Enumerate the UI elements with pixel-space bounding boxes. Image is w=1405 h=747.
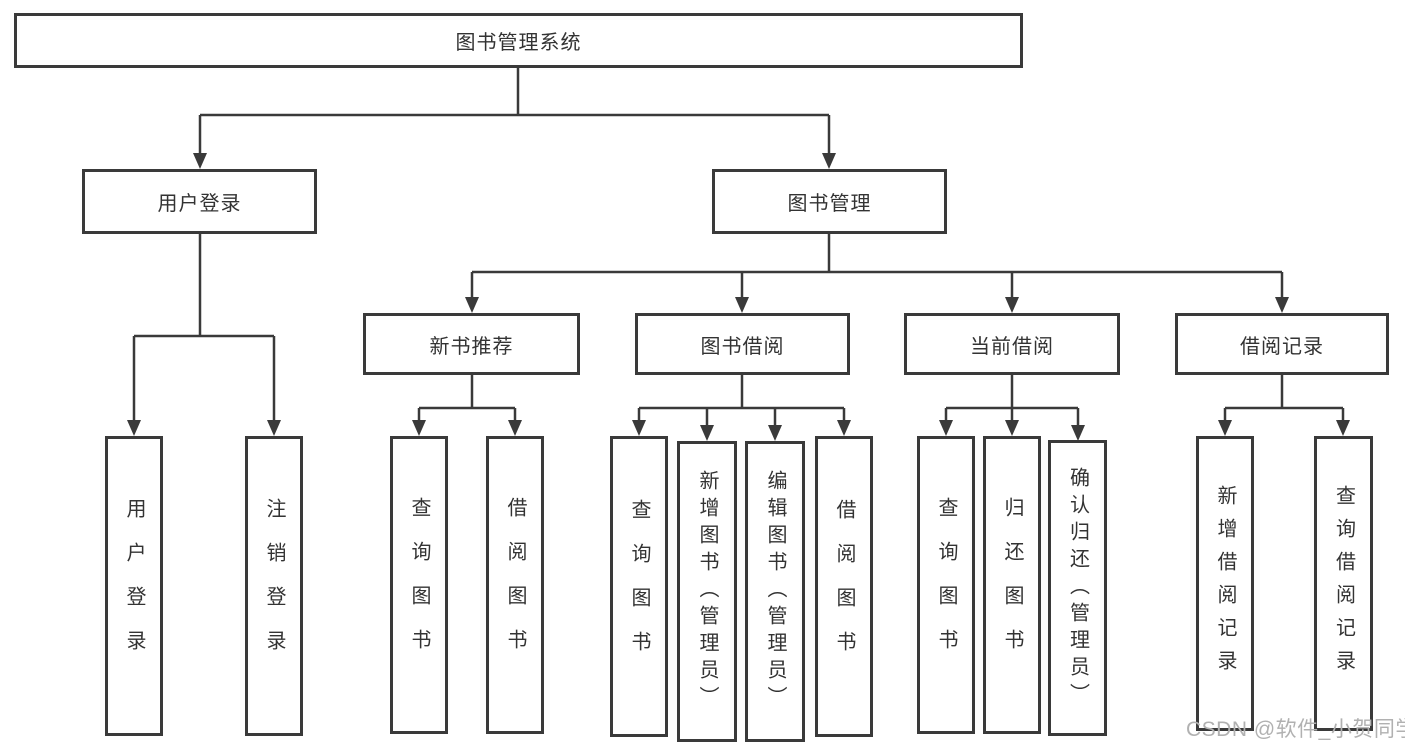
node-label: 借阅图书 [833,498,855,675]
node-new-book-recommendation: 新书推荐 [363,313,580,375]
leaf-query-books-current: 查询图书 [917,436,975,734]
node-label: 查询借阅记录 [1332,484,1355,683]
leaf-add-books-admin: 新增图书（管理员） [677,441,737,742]
node-label: 查询图书 [408,497,430,673]
leaf-query-books-recommend: 查询图书 [390,436,448,734]
leaf-return-books: 归还图书 [983,436,1041,734]
node-label: 新增图书（管理员） [696,470,718,713]
node-label: 编辑图书（管理员） [764,470,786,713]
leaf-logout-login: 注销登录 [245,436,303,736]
node-borrowing-records: 借阅记录 [1175,313,1389,375]
node-label: 用户登录 [123,498,145,674]
node-label: 查询图书 [628,498,650,675]
leaf-query-books-borrowing: 查询图书 [610,436,668,737]
node-current-borrowing: 当前借阅 [904,313,1120,375]
arrowheads [127,153,1350,441]
leaf-borrow-books-recommend: 借阅图书 [486,436,544,734]
node-label: 用户登录 [157,193,242,215]
node-book-management: 图书管理 [712,169,947,234]
node-label: 借阅记录 [1240,335,1324,358]
leaf-query-borrow-record: 查询借阅记录 [1314,436,1373,731]
node-label: 图书借阅 [700,335,785,358]
node-label: 查询图书 [935,497,957,673]
leaf-edit-books-admin: 编辑图书（管理员） [745,441,805,742]
leaf-confirm-return-admin: 确认归还（管理员） [1048,440,1107,736]
leaf-add-borrow-record: 新增借阅记录 [1196,436,1254,731]
leaf-borrow-books-borrowing: 借阅图书 [815,436,873,737]
node-label: 图书管理 [787,193,872,215]
node-label: 借阅图书 [504,497,526,673]
node-label: 确认归还（管理员） [1066,466,1089,710]
node-book-borrowing: 图书借阅 [635,313,850,375]
node-label: 注销登录 [263,498,285,674]
leaf-user-login: 用户登录 [105,436,163,736]
csdn-watermark: CSDN @软件_小贺同学 [1186,718,1405,741]
node-library-management-system: 图书管理系统 [14,13,1023,68]
node-label: 归还图书 [1001,497,1023,673]
node-user-login: 用户登录 [82,169,317,234]
node-label: 新书推荐 [429,335,514,358]
node-label: 当前借阅 [970,335,1054,358]
node-label: 图书管理系统 [455,32,582,54]
node-label: 新增借阅记录 [1214,484,1236,683]
